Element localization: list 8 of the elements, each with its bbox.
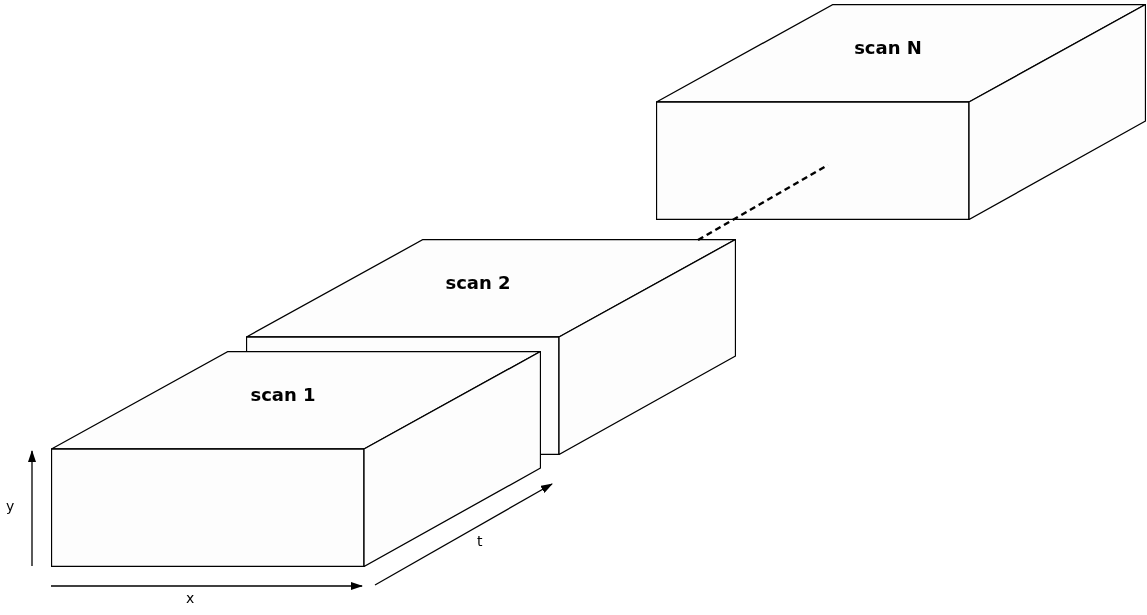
block-title: scan 2 [445, 272, 511, 293]
block-title: scan N [854, 37, 922, 58]
cuboid-block [51, 351, 541, 567]
axis-label: y [6, 498, 15, 514]
axis-label: t [477, 533, 483, 549]
block-title: scan 1 [250, 384, 316, 405]
cuboid-block [656, 4, 1146, 220]
axis-label: x [186, 590, 195, 606]
